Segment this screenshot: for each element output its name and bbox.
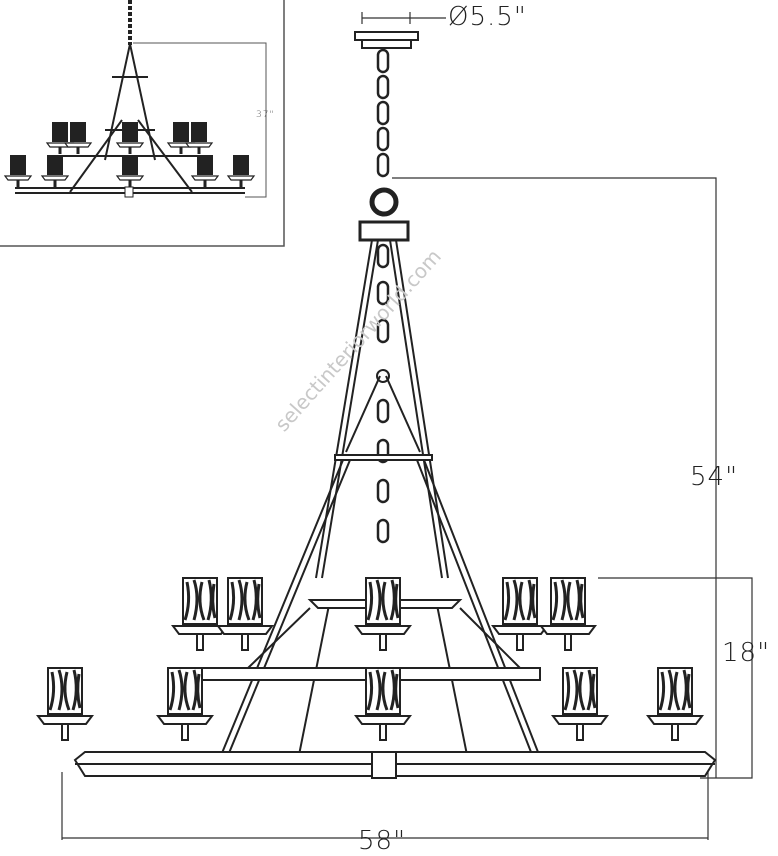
inset-view: [0, 0, 285, 247]
inset-height-label: 37": [256, 110, 275, 120]
overall-height-label: 54": [690, 462, 739, 492]
canopy-diameter-label: Ø5.5": [448, 2, 527, 32]
width-label: 58": [358, 826, 407, 856]
dimension-lines: [61, 12, 753, 840]
chandelier: [36, 31, 717, 779]
body-height-label: 18": [722, 638, 771, 668]
